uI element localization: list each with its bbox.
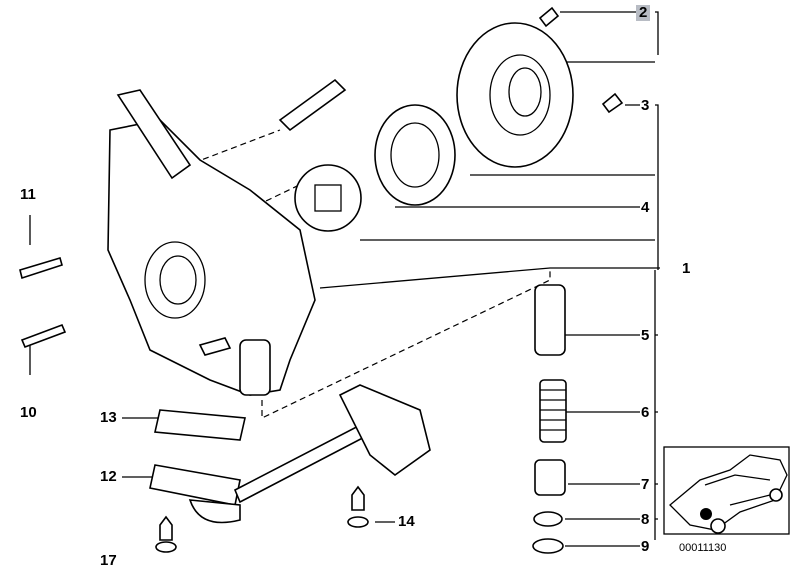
callout-12[interactable]: 12 — [100, 468, 117, 485]
callout-13[interactable]: 13 — [100, 409, 117, 426]
pressure-relief-valve — [532, 284, 567, 554]
gasket — [154, 409, 246, 441]
callout-17[interactable]: 17 — [100, 552, 117, 569]
callout-3[interactable]: 3 — [641, 97, 650, 114]
callout-6[interactable]: 6 — [641, 404, 650, 421]
callout-11[interactable]: 11 — [20, 186, 36, 203]
pump-cover — [456, 22, 574, 168]
shaft-pin — [278, 78, 347, 132]
inner-rotor — [294, 164, 362, 232]
callout-5[interactable]: 5 — [641, 327, 650, 344]
diagram-reference-number: 00011130 — [679, 542, 727, 554]
screws — [19, 6, 624, 553]
outer-rotor — [374, 104, 456, 206]
oil-pickup-tube — [149, 384, 431, 524]
callout-7[interactable]: 7 — [641, 476, 650, 493]
callout-10[interactable]: 10 — [20, 404, 37, 421]
callout-2[interactable]: 2 — [636, 5, 651, 21]
callout-8[interactable]: 8 — [641, 511, 650, 528]
callout-9[interactable]: 9 — [641, 538, 650, 555]
callout-14[interactable]: 14 — [398, 513, 415, 530]
oil-pump-housing — [107, 89, 316, 396]
callout-1[interactable]: 1 — [682, 260, 691, 277]
car-location-icon — [669, 454, 788, 534]
callout-4[interactable]: 4 — [641, 199, 650, 216]
